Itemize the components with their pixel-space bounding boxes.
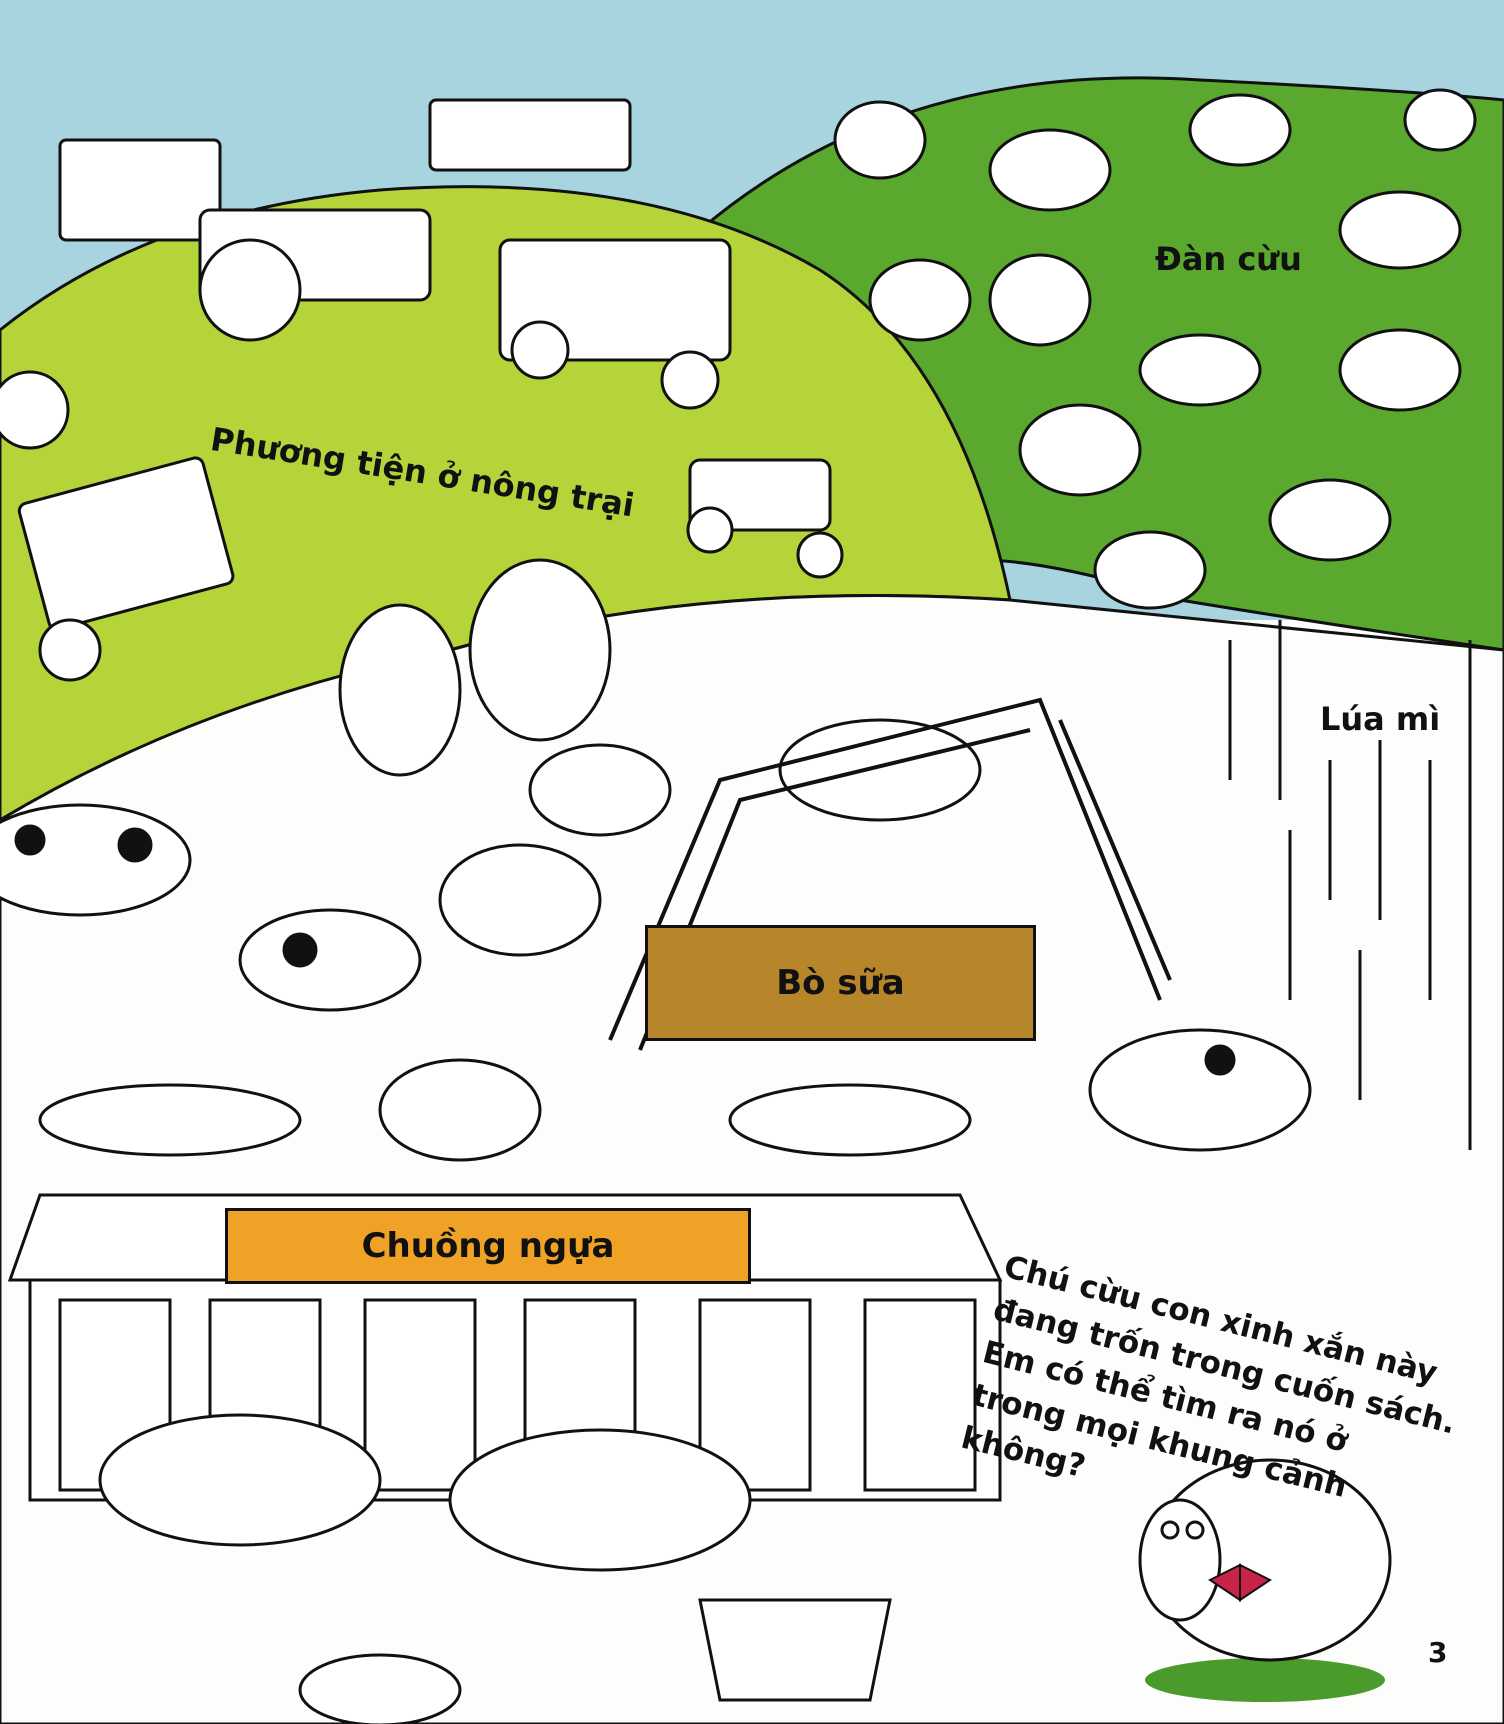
horses-group (38, 1058, 972, 1162)
label-wheat: Lúa mì (1320, 700, 1441, 738)
tractor-wheel (198, 238, 302, 342)
page-number: 3 (1428, 1636, 1448, 1669)
truck-wheel (38, 618, 102, 682)
hidden-lamb (1138, 1458, 1392, 1702)
quad-wheel (796, 531, 844, 579)
tractor-wheel-left (0, 370, 70, 450)
jeep-wheel (660, 350, 720, 410)
sign-dairy-cows: Bò sữa (645, 925, 1036, 1041)
sheep-flock (833, 88, 1477, 610)
cows-group (0, 558, 1312, 1152)
stable-barn (7, 1193, 1003, 1724)
quad-wheel (686, 506, 734, 554)
sign-stable: Chuồng ngựa (225, 1208, 751, 1284)
jeep-wheel (510, 320, 570, 380)
hay-truck (428, 98, 632, 172)
label-sheep-flock: Đàn cừu (1155, 240, 1302, 278)
bow-icon (1208, 1563, 1272, 1602)
trailer (58, 138, 222, 242)
wheat-field (1228, 620, 1472, 1150)
truck (17, 456, 235, 631)
vehicles-group (0, 98, 844, 682)
